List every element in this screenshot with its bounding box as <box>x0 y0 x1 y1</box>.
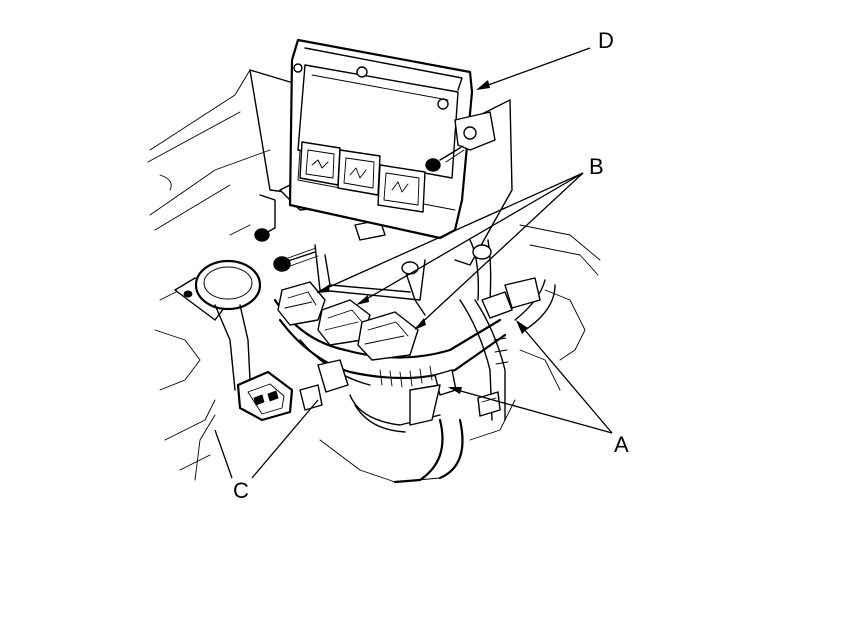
bolt-left-lower <box>273 247 319 272</box>
engine-bay-background <box>147 69 601 483</box>
bolt-left-upper <box>254 194 276 242</box>
bolt-upper-right <box>425 145 465 172</box>
connector-b-3 <box>357 311 419 361</box>
leader-b-2 <box>357 172 584 305</box>
connector-a-upper <box>481 277 541 319</box>
arrow-b-3 <box>414 318 426 330</box>
leader-d <box>479 47 591 89</box>
callout-c: C <box>233 478 249 503</box>
leader-lines <box>214 47 613 479</box>
harness-branch <box>404 269 426 316</box>
arrow-b-2 <box>356 295 369 305</box>
leader-c <box>251 399 319 479</box>
callout-a: A <box>614 432 629 457</box>
connector-b-1 <box>277 281 326 326</box>
leader-b-1 <box>317 172 584 293</box>
arrow-a-1 <box>516 320 528 334</box>
callout-b: B <box>589 154 604 179</box>
callout-d: D <box>598 28 614 53</box>
ecu-connector-3 <box>377 164 426 213</box>
ecu-connector-1 <box>299 141 341 186</box>
wire-harness <box>273 239 556 484</box>
arrow-d <box>476 80 490 90</box>
connector-c <box>236 359 349 422</box>
ecu-connector-2 <box>337 149 381 196</box>
leader-c-2 <box>214 429 233 479</box>
ecu-unit <box>288 38 496 240</box>
harness-clip-lower <box>409 384 441 426</box>
arrow-a-2 <box>448 387 462 394</box>
harness-grommet <box>401 261 419 275</box>
leader-a-2 <box>449 387 613 434</box>
leader-b-3 <box>415 172 584 329</box>
harness-clip-upper <box>472 244 492 260</box>
arrow-b-1 <box>316 284 330 293</box>
reservoir-cap <box>174 259 262 391</box>
leader-a-1 <box>517 321 613 434</box>
